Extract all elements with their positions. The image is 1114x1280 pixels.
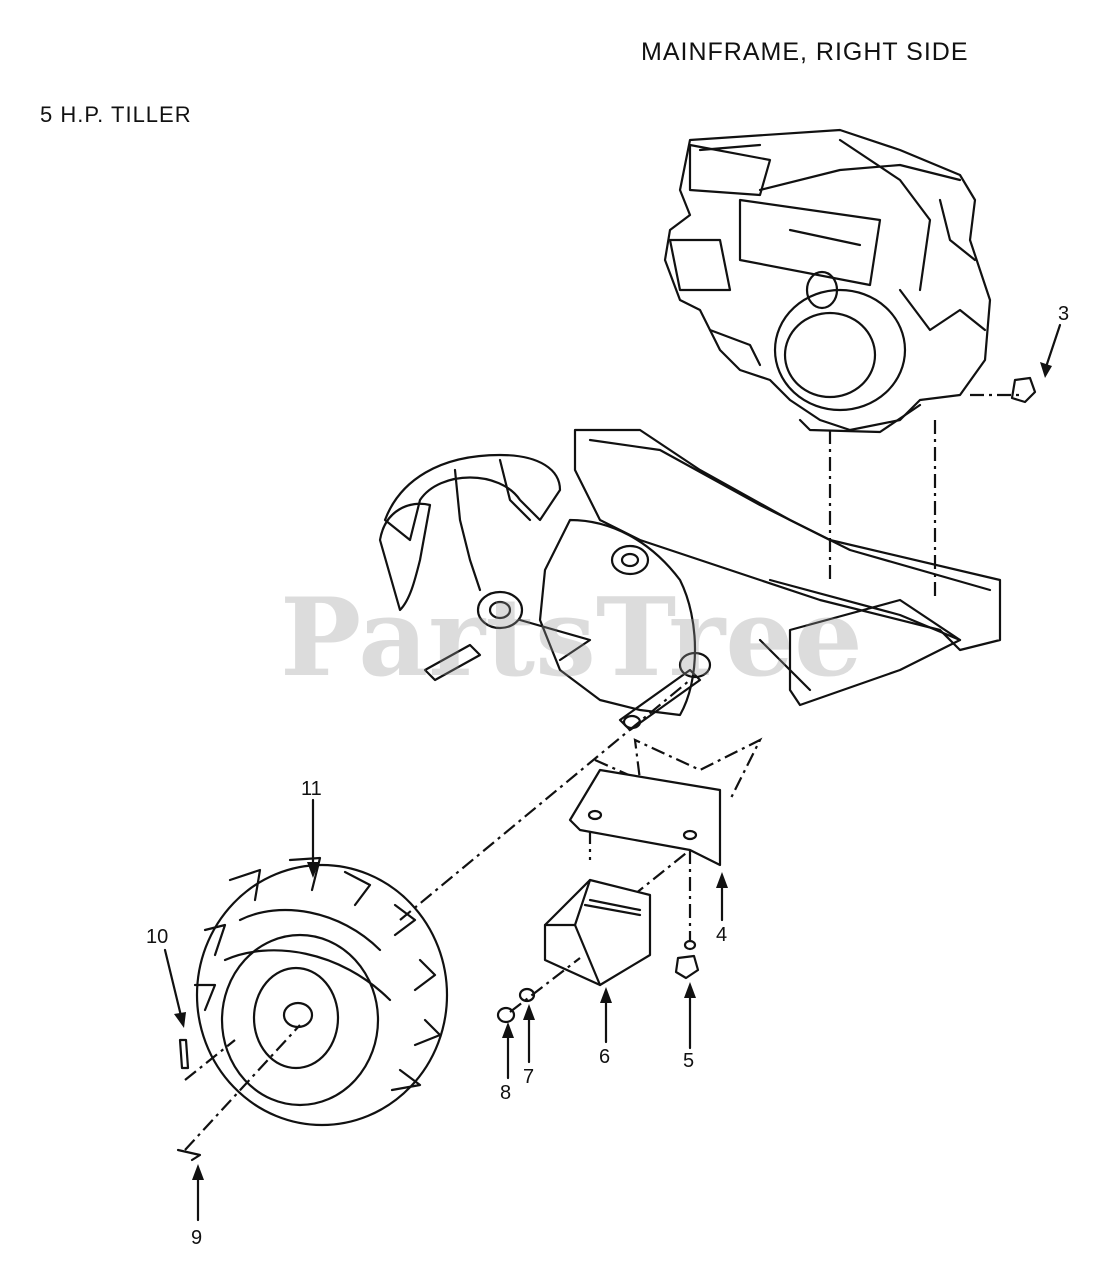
callout-9: 9: [191, 1227, 203, 1249]
callout-arrows: [163, 323, 1062, 1222]
callout-6: 6: [599, 1046, 611, 1068]
callout-3: 3: [1058, 303, 1070, 325]
engine-drawing: [663, 128, 992, 434]
mainframe-drawing: [378, 428, 1002, 732]
watermark-logo: PartsTree: [280, 575, 863, 701]
callout-4: 4: [716, 924, 728, 946]
wheel-drawing: [193, 856, 449, 1127]
callout-8: 8: [500, 1082, 512, 1104]
callout-7: 7: [523, 1066, 535, 1088]
model-subtitle: 5 H.P. TILLER: [40, 102, 192, 127]
diagram-title: MAINFRAME, RIGHT SIDE: [641, 38, 969, 66]
callout-10: 10: [146, 926, 169, 948]
callout-11: 11: [301, 778, 322, 800]
callout-5: 5: [683, 1050, 695, 1072]
